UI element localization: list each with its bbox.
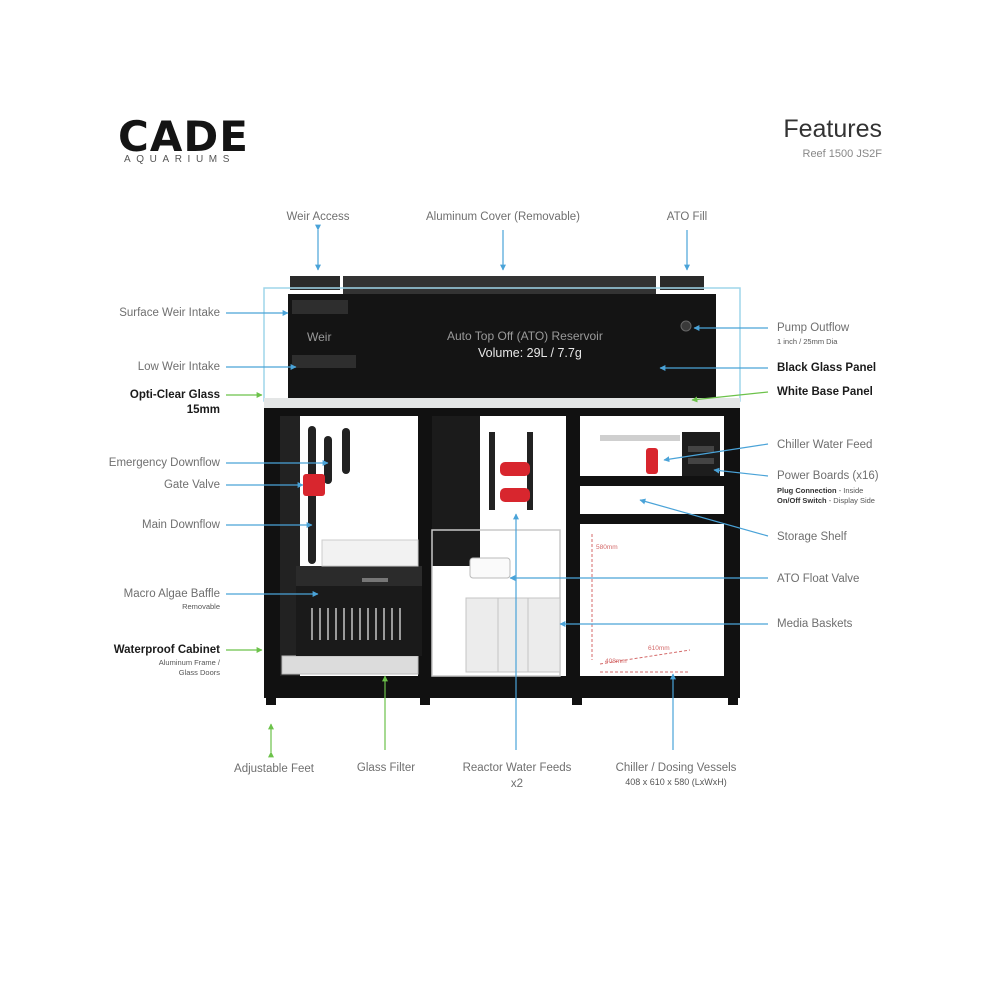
dimension-guides: [591, 534, 691, 673]
reactor-valves: [469, 432, 533, 579]
callout-adjustable-feet: Adjustable Feet: [234, 763, 314, 775]
callout-black-glass-panel: Black Glass Panel: [777, 362, 877, 374]
adjustable-feet: [266, 698, 738, 705]
callout-waterproof-cabinet-sub1: Aluminum Frame /: [158, 658, 220, 667]
power-boards: [600, 432, 720, 476]
callout-plug-connection: Plug Connection - Inside: [777, 486, 864, 495]
aluminum-cover: [290, 276, 704, 296]
page-title: Features: [783, 115, 882, 143]
surface-weir-intake: [292, 300, 348, 314]
gate-valve: [303, 474, 325, 496]
callout-waterproof-cabinet: Waterproof Cabinet: [113, 644, 220, 656]
callout-waterproof-cabinet-sub2: Glass Doors: [178, 668, 220, 677]
callout-chiller-dosing-vessels-sub: 408 x 610 x 580 (LxWxH): [625, 777, 727, 787]
media-baskets: [465, 597, 561, 673]
callout-opti-clear-glass-sub: 15mm: [186, 404, 220, 416]
black-glass-panel: [288, 294, 716, 401]
dimension-height: 580mm: [596, 544, 618, 551]
callout-storage-shelf: Storage Shelf: [777, 531, 847, 543]
dimension-depth: 408mm: [605, 658, 627, 665]
callout-power-boards: Power Boards (x16): [777, 470, 879, 482]
callout-aluminum-cover: Aluminum Cover (Removable): [425, 211, 581, 223]
white-base-panel: [264, 398, 740, 408]
low-weir-intake: [292, 355, 356, 368]
callout-reactor-water-feeds: Reactor Water Feeds: [462, 762, 572, 774]
pump-outflow-port: [680, 320, 692, 332]
pointer-lines-green: [226, 391, 769, 758]
callout-white-base-panel: White Base Panel: [777, 386, 873, 398]
ato-volume-label: Volume: 29L / 7.7g: [478, 346, 582, 360]
callout-ato-float-valve: ATO Float Valve: [777, 573, 860, 585]
brand-tagline: AQUARIUMS: [124, 154, 235, 165]
pointer-lines: [226, 224, 769, 750]
model-name: Reef 1500 JS2F: [802, 148, 883, 160]
callout-main-downflow: Main Downflow: [142, 519, 220, 531]
brand-logo: CADE: [118, 112, 249, 161]
callout-macro-algae-baffle: Macro Algae Baffle: [123, 588, 220, 600]
callout-glass-filter: Glass Filter: [356, 762, 416, 774]
callout-pump-outflow: Pump Outflow: [777, 322, 850, 334]
callout-chiller-water-feed: Chiller Water Feed: [777, 439, 873, 451]
callout-ato-fill: ATO Fill: [666, 211, 708, 223]
callout-pump-outflow-sub: 1 inch / 25mm Dia: [777, 337, 838, 346]
callout-low-weir-intake: Low Weir Intake: [137, 361, 220, 373]
dimension-width: 610mm: [648, 645, 670, 652]
glass-filter: [281, 655, 419, 675]
callout-opti-clear-glass: Opti-Clear Glass: [129, 389, 220, 401]
callout-surface-weir-intake: Surface Weir Intake: [119, 307, 220, 319]
callout-onoff-switch: On/Off Switch - Display Side: [777, 496, 875, 505]
callout-reactor-water-feeds-sub: x2: [510, 778, 524, 790]
callout-chiller-dosing-vessels: Chiller / Dosing Vessels: [615, 762, 737, 774]
callout-media-baskets: Media Baskets: [777, 618, 853, 630]
callout-macro-algae-baffle-sub: Removable: [182, 602, 220, 611]
sump: [296, 529, 561, 677]
ato-reservoir-label: Auto Top Off (ATO) Reservoir: [447, 329, 603, 343]
callout-emergency-downflow: Emergency Downflow: [108, 457, 220, 469]
weir-label: Weir: [307, 330, 332, 344]
callout-gate-valve: Gate Valve: [163, 479, 220, 491]
callout-weir-access: Weir Access: [286, 211, 350, 223]
tank-glass: [263, 287, 741, 408]
